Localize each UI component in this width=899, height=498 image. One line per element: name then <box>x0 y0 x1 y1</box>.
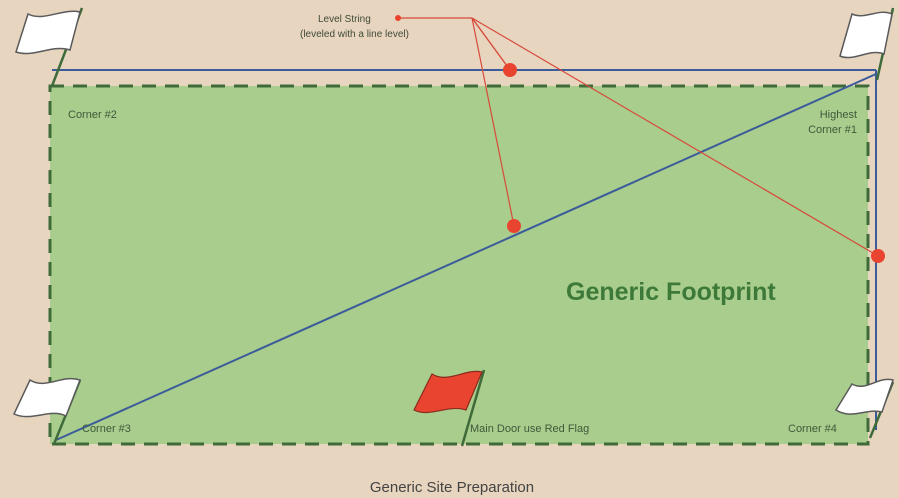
white-flag-icon <box>12 377 81 418</box>
callout-label-line2: (leveled with a line level) <box>300 29 409 40</box>
corner-3-label: Corner #3 <box>82 423 131 435</box>
flag-corner-4 <box>834 378 895 439</box>
callout-pointer-right <box>471 17 879 257</box>
callout-pointer-back <box>471 17 511 71</box>
white-flag-icon <box>15 10 81 55</box>
diagram-caption: Generic Site Preparation <box>370 479 534 496</box>
callout-label-line1: Level String <box>318 14 371 25</box>
flag-main-door <box>413 369 486 447</box>
flag-pole <box>460 369 486 447</box>
level-point-right <box>871 249 885 263</box>
flag-corner-2 <box>15 7 84 87</box>
corner-4-label: Corner #4 <box>788 423 837 435</box>
white-flag-icon <box>839 11 893 59</box>
flag-corner-1 <box>839 7 895 81</box>
corner-2-label: Corner #2 <box>68 109 117 121</box>
callout-pointer-diagonal <box>471 17 515 227</box>
white-flag-icon <box>834 378 894 415</box>
corner-1-label-line1: Highest <box>820 109 857 121</box>
corner-1-label-line2: Corner #1 <box>808 124 857 136</box>
footprint-dashed-border <box>48 84 870 446</box>
main-door-label: Main Door use Red Flag <box>470 423 589 435</box>
level-point-diagonal <box>507 219 521 233</box>
footprint-title: Generic Footprint <box>566 278 776 306</box>
red-flag-icon <box>413 370 483 414</box>
level-point-top <box>503 63 517 77</box>
flag-corner-3 <box>12 377 82 445</box>
callout-dot <box>395 15 401 21</box>
level-string-diagonal <box>55 73 877 441</box>
